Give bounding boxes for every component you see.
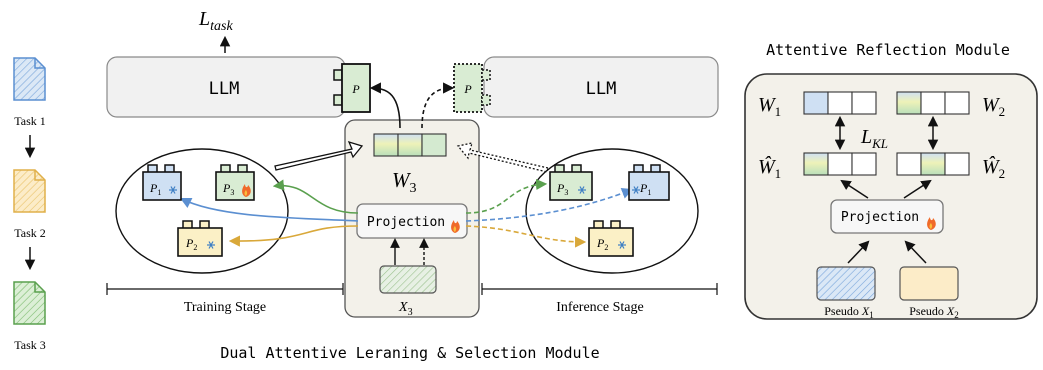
task-2-document-icon — [13, 169, 46, 213]
arm-lkl-label: LKL — [860, 126, 888, 151]
arm-title: Attentive Reflection Module — [766, 41, 1010, 59]
training-stage-label: Training Stage — [184, 300, 266, 315]
snowflake-icon — [632, 186, 640, 194]
task-3-document-icon — [13, 281, 46, 325]
arm-proj-to-w1hat-arrow — [840, 179, 869, 199]
llm-box-right — [483, 56, 719, 118]
llm-label-left: LLM — [209, 79, 240, 99]
task-3-label: Task 3 — [14, 338, 46, 352]
task-1-label: Task 1 — [14, 114, 46, 128]
arm-pseudo1-box — [816, 266, 876, 301]
x3-label: X3 — [398, 300, 413, 318]
training-prompt-pool — [115, 148, 289, 274]
task-2-label: Task 2 — [14, 226, 46, 240]
projection-to-p1-line — [179, 197, 359, 222]
snowflake-icon — [578, 186, 586, 194]
arrow-to-left-plug — [369, 82, 401, 129]
loss-task-label: Ltask — [198, 8, 233, 34]
arm-pseudo2-box — [899, 266, 959, 301]
arm-w2-label: W2 — [982, 94, 1005, 119]
inference-prompt-p3: P3 — [549, 164, 593, 201]
arm-proj-to-w2hat-arrow — [903, 179, 932, 199]
training-prompt-p3: P3 — [215, 164, 255, 201]
fire-icon — [927, 217, 936, 230]
hollow-arrow-inference — [456, 142, 549, 173]
projection-to-inference-p3-line — [465, 178, 548, 214]
arm-w2-vector — [896, 91, 970, 115]
projection-label: Projection — [367, 215, 445, 230]
fire-icon — [451, 220, 460, 233]
hollow-arrow-training — [274, 140, 364, 171]
inference-prompt-p2: P2 — [588, 220, 634, 257]
projection-to-p2-line — [228, 225, 359, 247]
llm-label-right: LLM — [586, 79, 617, 99]
snowflake-icon — [207, 241, 215, 249]
w3-vector — [373, 133, 447, 157]
main-module-title: Dual Attentive Leraning & Selection Modu… — [220, 344, 599, 362]
arm-pseudo2-arrow — [904, 240, 927, 264]
projection-to-p3-line — [272, 179, 359, 214]
task-1-document-icon — [13, 57, 46, 101]
x3-input-box — [379, 265, 437, 294]
inference-stage-label: Inference Stage — [556, 300, 643, 315]
inference-stage-range — [481, 283, 718, 295]
arm-projection-box — [830, 199, 944, 234]
arm-pseudo2-label: Pseudo X2 — [909, 304, 959, 320]
snowflake-icon — [618, 241, 626, 249]
arm-w1hat-vector — [803, 152, 877, 176]
projection-to-inference-p2-line — [465, 225, 587, 248]
projection-to-inference-p1-line — [465, 188, 634, 222]
arm-pseudo1-label: Pseudo X1 — [824, 304, 874, 320]
arm-w2hat-vector — [896, 152, 970, 176]
arm-pseudo1-arrow — [847, 240, 870, 264]
arrow-to-right-plug — [421, 82, 455, 129]
fire-icon — [242, 184, 251, 197]
training-prompt-p1: P1 — [142, 164, 182, 201]
arm-panel — [744, 73, 1038, 320]
arm-w2hat-label: Ŵ2 — [982, 154, 1005, 181]
snowflake-icon — [169, 186, 177, 194]
arm-projection-label: Projection — [841, 210, 919, 225]
arm-w1-vector — [803, 91, 877, 115]
w3-label: W3 — [392, 168, 417, 196]
task-column: Task 1 Task 2 Task 3 — [13, 57, 46, 352]
training-stage-range — [106, 283, 344, 295]
prompt-plug-left-label: P — [351, 82, 360, 96]
arm-w1-label: W1 — [758, 94, 781, 119]
prompt-plug-right-label: P — [463, 82, 472, 96]
training-prompt-p2: P2 — [177, 220, 223, 257]
inference-prompt-pool — [525, 148, 699, 274]
inference-prompt-p1: P1 — [628, 164, 670, 201]
arm-w1hat-label: Ŵ1 — [758, 154, 781, 181]
